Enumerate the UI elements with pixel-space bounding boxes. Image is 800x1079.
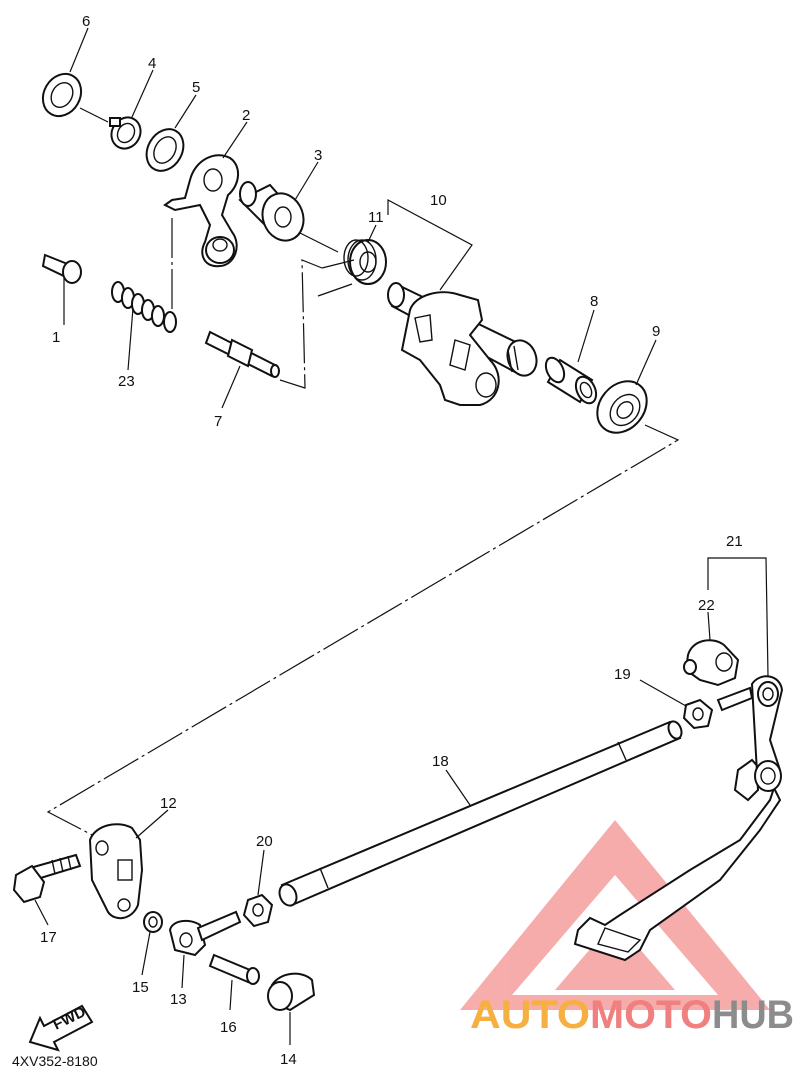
part-21-shift-pedal — [573, 675, 784, 962]
label-7: 7 — [214, 413, 222, 430]
watermark-part3: HUB — [712, 993, 794, 1037]
label-9: 9 — [652, 323, 660, 340]
part-7-stud-bolt — [204, 330, 280, 378]
part-4-circlip — [109, 116, 142, 150]
part-16-bolt — [208, 953, 260, 985]
part-19-nut — [682, 698, 714, 730]
watermark-logo — [460, 820, 770, 1010]
label-4: 4 — [148, 55, 156, 72]
upper-leader-lines — [63, 27, 657, 409]
part-8-bushing — [544, 356, 598, 405]
label-14: 14 — [280, 1051, 297, 1068]
label-18: 18 — [432, 753, 449, 770]
part-6-washer — [41, 72, 83, 118]
label-11: 11 — [368, 209, 384, 226]
label-5: 5 — [192, 79, 200, 96]
part-9-oil-seal — [596, 380, 648, 434]
part-2-stopper-lever — [163, 154, 239, 268]
label-23: 23 — [118, 373, 135, 390]
part-18-shift-rod — [278, 720, 683, 907]
label-6: 6 — [82, 13, 90, 30]
label-10: 10 — [430, 192, 447, 209]
part-17-bolt — [12, 853, 82, 904]
label-16: 16 — [220, 1019, 237, 1036]
part-11-spring — [317, 239, 387, 297]
label-2: 2 — [242, 107, 250, 124]
part-22-joint — [683, 639, 740, 687]
diagram-code: 4XV352-8180 — [12, 1053, 98, 1069]
watermark-text: AUTO MOTO HUB — [470, 993, 794, 1037]
label-17: 17 — [40, 929, 57, 946]
label-21: 21 — [726, 533, 743, 550]
watermark-part1: AUTO — [470, 993, 590, 1037]
label-3: 3 — [314, 147, 322, 164]
part-5-washer — [145, 128, 185, 172]
assembly-lines — [46, 218, 680, 839]
fwd-arrow-icon: FWD — [28, 1003, 94, 1052]
label-20: 20 — [256, 833, 273, 850]
part-14-cap — [267, 972, 316, 1012]
part-1-pin — [41, 253, 82, 284]
label-8: 8 — [590, 293, 598, 310]
label-22: 22 — [698, 597, 715, 614]
watermark-part2: MOTO — [590, 993, 712, 1037]
part-13-joint — [168, 910, 242, 957]
part-10-shift-shaft — [387, 282, 538, 406]
label-19: 19 — [614, 666, 631, 683]
label-13: 13 — [170, 991, 187, 1008]
part-20-nut — [242, 893, 274, 928]
part-23-spring — [111, 281, 177, 333]
part-12-shift-arm — [88, 823, 144, 920]
label-15: 15 — [132, 979, 149, 996]
part-3-collar — [238, 181, 305, 242]
label-12: 12 — [160, 795, 177, 812]
part-15-collar — [143, 911, 163, 933]
label-1: 1 — [52, 329, 60, 346]
lower-leader-lines — [34, 557, 769, 1045]
